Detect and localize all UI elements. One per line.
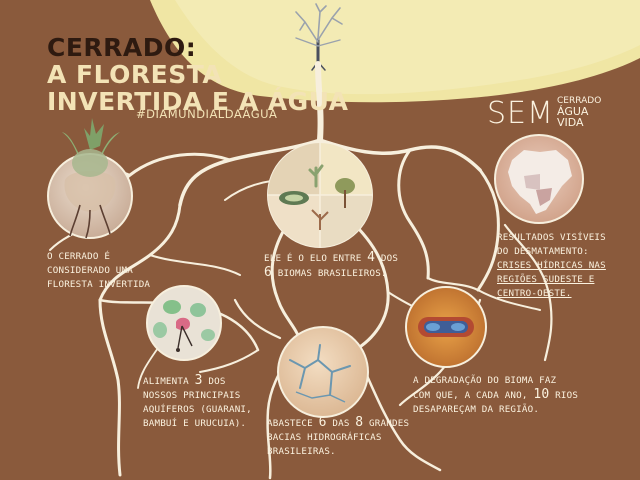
brand-line-2: ÁGUA: [557, 105, 589, 118]
note-biomes-a: ELE É O ELO ENTRE: [264, 253, 368, 264]
note-biomes-c: BIOMAS BRASILEIROS.: [272, 268, 387, 279]
title-line-2: A FLORESTA: [47, 60, 223, 89]
note-basins-line-3: BRASILEIRAS.: [267, 446, 336, 457]
note-deforestation: RESULTADOS VISÍVEIS DO DESMATAMENTO: CRI…: [497, 231, 606, 301]
brand-stack: CERRADO ÁGUA VIDA: [557, 96, 601, 128]
note-biomes-num1: 4: [367, 250, 376, 265]
note-degradation: A DEGRADAÇÃO DO BIOMA FAZ COM QUE, A CAD…: [413, 374, 578, 417]
note-aquifers-line-3: AQUÍFEROS (GUARANI,: [143, 404, 252, 415]
pineapple-icon: [47, 118, 133, 239]
note-deforestation-line-3: CRISES HÍDRICAS NAS: [497, 260, 606, 271]
note-degradation-b: RIOS: [549, 390, 579, 401]
note-degradation-line-1: A DEGRADAÇÃO DO BIOMA FAZ: [413, 375, 557, 386]
note-basins-a: ABASTECE: [267, 418, 319, 429]
note-inverted-forest: O CERRADO É CONSIDERADO UMA FLORESTA INV…: [47, 250, 150, 292]
brand-sem: SEM: [487, 96, 554, 131]
note-forest-line-1: O CERRADO É: [47, 251, 111, 262]
note-biomes-b: DOS: [375, 253, 399, 264]
note-basins-line-2: BACIAS HIDROGRÁFICAS: [267, 432, 382, 443]
note-aquifers-a: ALIMENTA: [143, 376, 195, 387]
note-basins: ABASTECE 6 DAS 8 GRANDES BACIAS HIDROGRÁ…: [267, 416, 409, 459]
note-aquifers-line-2: NOSSOS PRINCIPAIS: [143, 390, 241, 401]
note-basins-c: GRANDES: [363, 418, 410, 429]
note-aquifers-line-4: BAMBUÍ E URUCUIA).: [143, 418, 247, 429]
note-deforestation-line-2: DO DESMATAMENTO:: [497, 246, 589, 257]
note-forest-line-2: CONSIDERADO UMA: [47, 265, 133, 276]
dry-river-icon: [405, 286, 487, 368]
title-line-1: CERRADO:: [47, 33, 197, 62]
note-deforestation-line-1: RESULTADOS VISÍVEIS: [497, 232, 606, 243]
biomes-circle-icon: [267, 142, 373, 248]
note-basins-b: DAS: [326, 418, 356, 429]
brand-line-3: VIDA: [557, 116, 584, 129]
brand-line-1: CERRADO: [557, 96, 602, 106]
note-basins-num2: 8: [355, 415, 364, 430]
note-degradation-line-3: DESAPAREÇAM DA REGIÃO.: [413, 404, 540, 415]
note-biomes-num2: 6: [264, 265, 273, 280]
ground-surface: [150, 0, 640, 103]
cracked-basin-icon: [277, 326, 369, 418]
brazil-map-icon: [494, 134, 584, 224]
note-deforestation-line-4: REGIÕES SUDESTE E: [497, 274, 595, 285]
hashtag: #DIAMUNDIALDAÁGUA: [136, 107, 278, 121]
title-line-3: INVERTIDA E A ÁGUA: [47, 87, 349, 116]
note-biomes: ELE É O ELO ENTRE 4 DOS 6 BIOMAS BRASILE…: [264, 251, 398, 281]
note-basins-num1: 6: [318, 415, 327, 430]
note-forest-line-3: FLORESTA INVERTIDA: [47, 279, 151, 290]
dead-tree-icon: [295, 3, 343, 71]
aquifer-flower-icon: [146, 285, 222, 361]
note-aquifers-b: DOS: [202, 376, 226, 387]
note-deforestation-line-5: CENTRO-OESTE.: [497, 288, 572, 299]
note-aquifers: ALIMENTA 3 DOS NOSSOS PRINCIPAIS AQUÍFER…: [143, 374, 252, 431]
note-degradation-a: COM QUE, A CADA ANO,: [413, 390, 534, 401]
main-title: CERRADO: A FLORESTA INVERTIDA E A ÁGUA: [47, 34, 349, 115]
note-aquifers-num: 3: [194, 373, 203, 388]
note-degradation-num: 10: [533, 387, 550, 402]
